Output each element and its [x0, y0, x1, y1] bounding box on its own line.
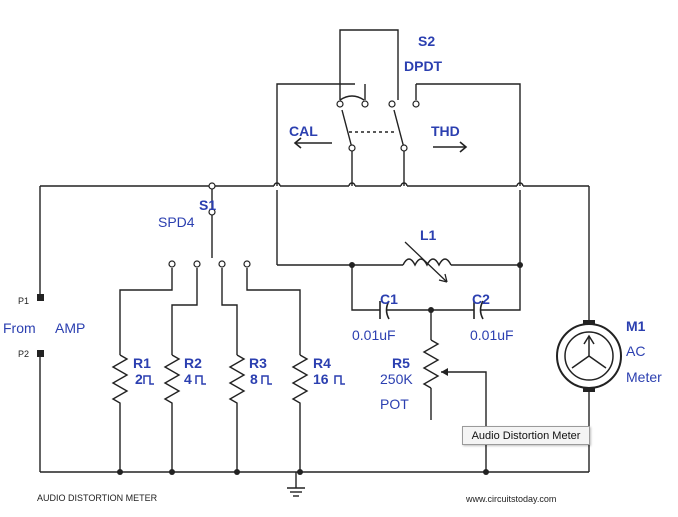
- label-r5-value: 250K: [380, 371, 413, 387]
- label-c1: C1: [380, 291, 398, 307]
- label-s1-type: SPD4: [158, 214, 195, 230]
- footer-site: www.circuitstoday.com: [465, 494, 556, 504]
- label-p1: P1: [18, 296, 29, 306]
- r1-body: [111, 354, 129, 472]
- label-cal: CAL: [289, 123, 318, 139]
- label-r4: R4: [313, 355, 331, 371]
- s2-arm-right: [393, 109, 405, 149]
- label-r2-value: 4: [184, 371, 192, 387]
- r4-body: [291, 354, 309, 472]
- footer-title: AUDIO DISTORTION METER: [37, 493, 158, 503]
- l1-adjust-arrow: [404, 241, 448, 283]
- label-r1-value: 2: [135, 371, 143, 387]
- ohm-pulse-icon: [261, 375, 272, 385]
- label-r3: R3: [249, 355, 267, 371]
- label-r5-type: POT: [380, 396, 409, 412]
- label-r4-value: 16: [313, 371, 329, 387]
- c2-symbol: [473, 300, 484, 320]
- label-m1-type-1: AC: [626, 343, 645, 359]
- label-from: From: [3, 320, 36, 336]
- label-p2: P2: [18, 349, 29, 359]
- ohm-pulse-icon: [195, 375, 206, 385]
- c1-symbol: [379, 300, 390, 320]
- r5-wiper-arrow: [441, 368, 448, 376]
- label-m1: M1: [626, 318, 646, 334]
- s2-cross-link: [339, 95, 365, 101]
- label-l1: L1: [420, 227, 437, 243]
- meter-m1: [556, 320, 622, 392]
- label-r3-value: 8: [250, 371, 258, 387]
- direction-arrows: [293, 137, 468, 153]
- s2-left-frame: [276, 83, 355, 186]
- ohm-pulse-icon: [143, 375, 154, 385]
- s2-right-frame: [416, 83, 521, 186]
- contacts: [168, 100, 420, 268]
- ohm-pulse-icon: [334, 375, 345, 385]
- label-s2: S2: [418, 33, 435, 49]
- s2-top-link: [339, 29, 399, 100]
- label-m1-type-2: Meter: [626, 369, 662, 385]
- label-thd: THD: [431, 123, 460, 139]
- l1-coil: [402, 258, 452, 267]
- r5-body: [422, 339, 440, 389]
- label-c2-value: 0.01uF: [470, 327, 514, 343]
- label-r5: R5: [392, 355, 410, 371]
- ohm-pulse-icons: [143, 375, 345, 385]
- label-r1: R1: [133, 355, 151, 371]
- label-c1-value: 0.01uF: [352, 327, 396, 343]
- label-s1: S1: [199, 197, 216, 213]
- label-r2: R2: [184, 355, 202, 371]
- s2-arm-left: [341, 109, 353, 149]
- label-amp: AMP: [55, 320, 85, 336]
- r2-body: [163, 354, 181, 472]
- label-c2: C2: [472, 291, 490, 307]
- junction-dots: [37, 262, 523, 475]
- r3-body: [228, 354, 246, 472]
- tooltip: Audio Distortion Meter: [462, 426, 590, 445]
- label-s2-type: DPDT: [404, 58, 443, 74]
